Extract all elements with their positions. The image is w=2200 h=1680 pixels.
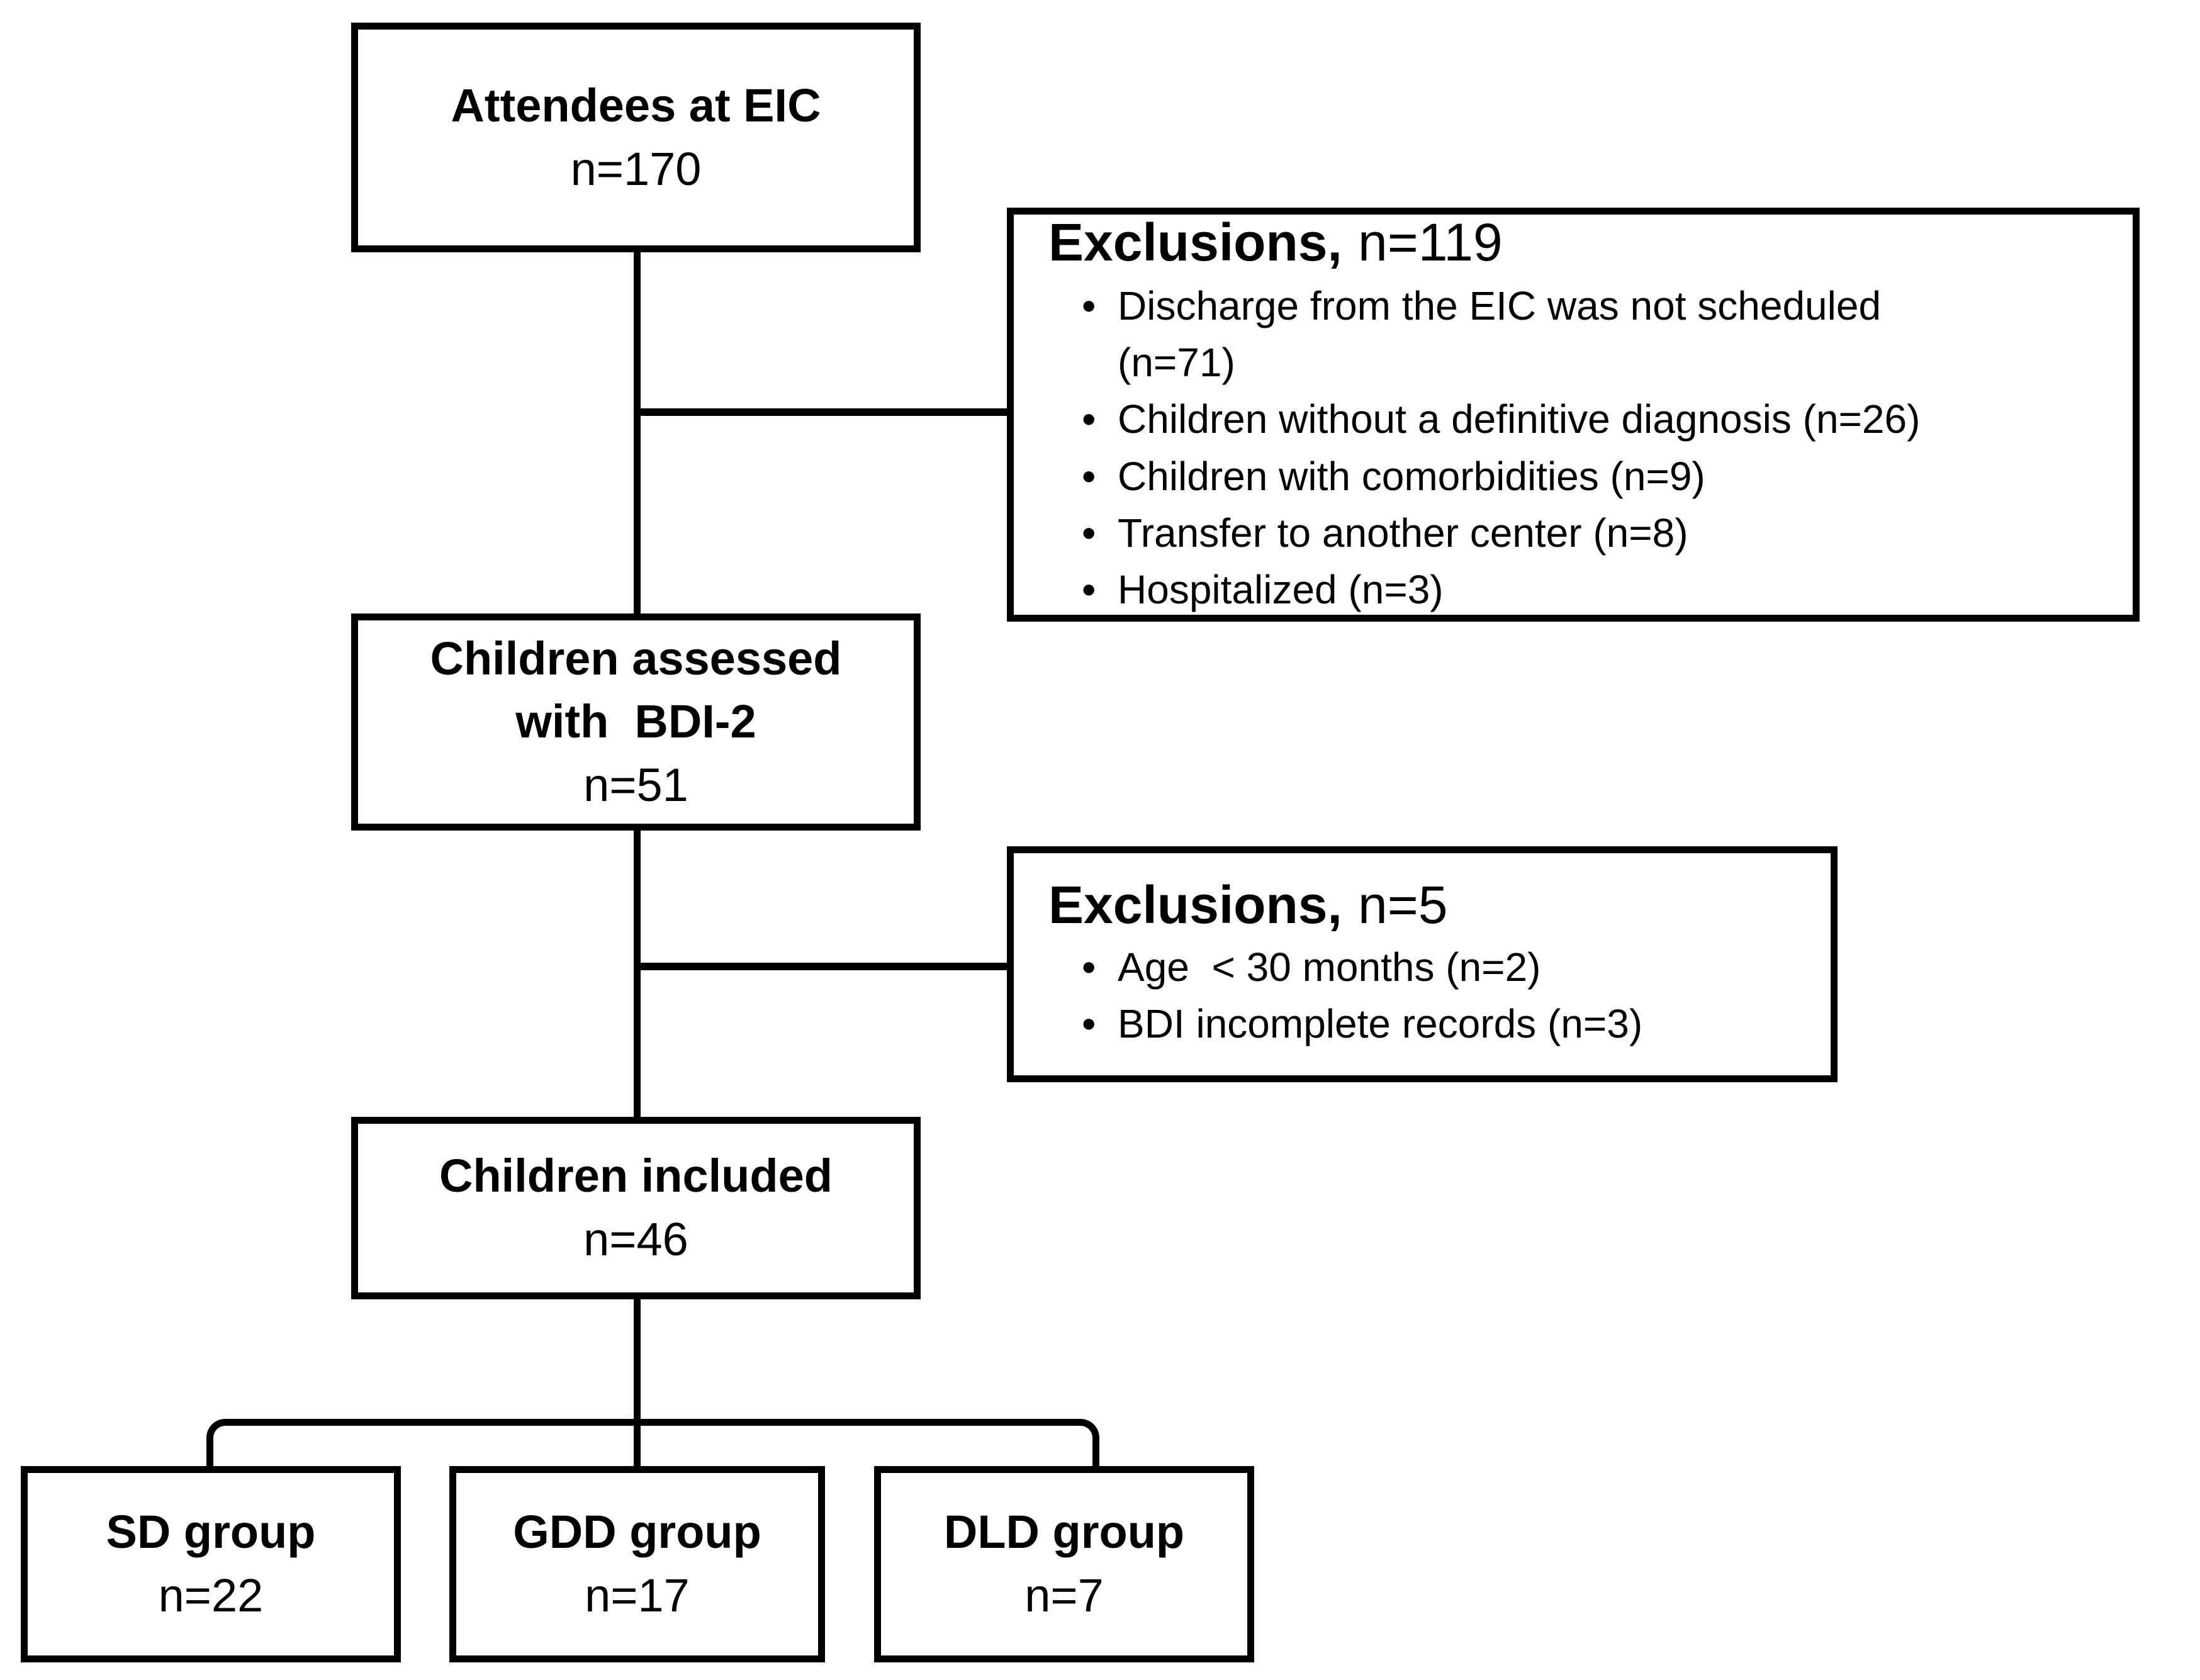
attendees-box: Attendees at EIC n=170 bbox=[351, 23, 921, 252]
included-title: Children included bbox=[439, 1150, 833, 1202]
exclusion-item: • BDI incomplete records (n=3) bbox=[1014, 995, 1812, 1052]
connector-assessed-to-included-line bbox=[634, 826, 641, 1124]
bullet-icon: • bbox=[1082, 944, 1096, 990]
attendees-title: Attendees at EIC bbox=[451, 79, 821, 132]
exclusions2-heading: Exclusions, n=5 bbox=[1014, 878, 1831, 931]
attendees-count: n=170 bbox=[570, 142, 702, 195]
connector-included-to-branch-line bbox=[634, 1296, 641, 1472]
gdd-group-title: GDD group bbox=[513, 1506, 761, 1559]
sd-group-title: SD group bbox=[106, 1506, 316, 1559]
exclusion-item: • Hospitalized (n=3) bbox=[1014, 561, 2114, 618]
exclusion-item-text: Transfer to another center (n=8) bbox=[1118, 510, 1688, 556]
connector-to-exclusions2-line bbox=[637, 963, 1014, 970]
exclusion-item-text: Discharge from the EIC was not scheduled… bbox=[1118, 283, 1882, 386]
exclusion-item: • Children with comorbidities (n=9) bbox=[1014, 448, 2114, 505]
dld-group-title: DLD group bbox=[943, 1506, 1185, 1559]
exclusion-item-text: Children with comorbidities (n=9) bbox=[1118, 453, 1705, 499]
exclusions1-list: • Discharge from the EIC was not schedul… bbox=[1014, 277, 2133, 618]
bullet-icon: • bbox=[1082, 510, 1096, 556]
assessed-title: Children assessed with BDI-2 bbox=[430, 632, 842, 748]
bullet-icon: • bbox=[1082, 567, 1096, 613]
gdd-group-box: GDD group n=17 bbox=[449, 1466, 825, 1662]
assessed-box: Children assessed with BDI-2 n=51 bbox=[351, 613, 921, 831]
sd-group-box: SD group n=22 bbox=[21, 1466, 401, 1662]
included-box: Children included n=46 bbox=[351, 1117, 921, 1299]
exclusion-item: • Discharge from the EIC was not schedul… bbox=[1014, 277, 2114, 391]
sd-group-count: n=22 bbox=[158, 1569, 264, 1621]
bullet-icon: • bbox=[1082, 1001, 1096, 1047]
bullet-icon: • bbox=[1082, 396, 1096, 442]
exclusion-item: • Children without a definitive diagnosi… bbox=[1014, 391, 2114, 447]
exclusions1-heading-label: Exclusions, bbox=[1048, 213, 1342, 272]
connector-attendees-to-assessed-line bbox=[634, 245, 641, 620]
dld-group-count: n=7 bbox=[1024, 1569, 1104, 1621]
bullet-icon: • bbox=[1082, 283, 1096, 328]
exclusion-item-text: Children without a definitive diagnosis … bbox=[1118, 396, 1921, 442]
exclusions1-heading: Exclusions, n=119 bbox=[1014, 216, 2133, 269]
gdd-group-count: n=17 bbox=[585, 1569, 690, 1621]
connector-to-exclusions1-line bbox=[637, 408, 1014, 416]
exclusions2-list: • Age < 30 months (n=2) • BDI incomplete… bbox=[1014, 939, 1831, 1052]
assessed-count: n=51 bbox=[583, 758, 688, 811]
exclusion-item-text: Hospitalized (n=3) bbox=[1118, 567, 1444, 613]
exclusion-item-text: Age < 30 months (n=2) bbox=[1118, 944, 1541, 990]
exclusions2-heading-label: Exclusions, bbox=[1048, 875, 1342, 934]
exclusion-item: • Transfer to another center (n=8) bbox=[1014, 505, 2114, 561]
exclusions1-box: Exclusions, n=119 • Discharge from the EI… bbox=[1007, 208, 2140, 622]
exclusions1-heading-count: n=119 bbox=[1358, 213, 1503, 272]
exclusion-item-text: BDI incomplete records (n=3) bbox=[1118, 1001, 1643, 1047]
exclusions2-box: Exclusions, n=5 • Age < 30 months (n=2) •… bbox=[1007, 846, 1838, 1082]
three-way-branch-line bbox=[206, 1419, 1099, 1479]
dld-group-box: DLD group n=7 bbox=[874, 1466, 1254, 1662]
bullet-icon: • bbox=[1082, 453, 1096, 499]
exclusion-item: • Age < 30 months (n=2) bbox=[1014, 939, 1812, 995]
exclusions2-heading-count: n=5 bbox=[1358, 875, 1448, 934]
included-count: n=46 bbox=[583, 1213, 688, 1265]
